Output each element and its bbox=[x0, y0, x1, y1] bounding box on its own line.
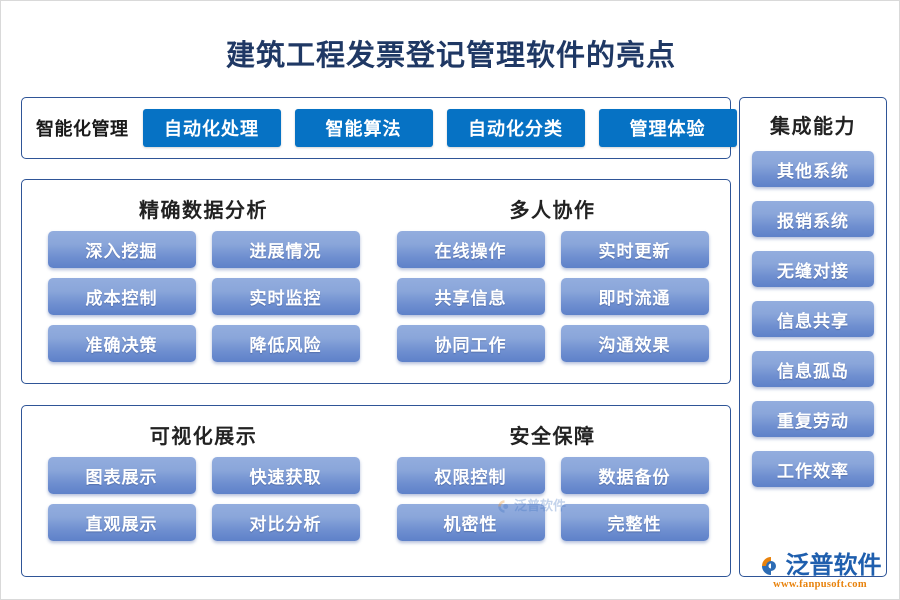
bottom-left-button-0[interactable]: 图表展示 bbox=[47, 457, 196, 494]
mid-right-button-2[interactable]: 共享信息 bbox=[396, 278, 545, 315]
brand-url: www.fanpusoft.com bbox=[773, 579, 867, 590]
brand-logo-main: 泛普软件 bbox=[759, 554, 882, 578]
right-button-4[interactable]: 信息孤岛 bbox=[752, 351, 874, 387]
right-button-3[interactable]: 信息共享 bbox=[752, 301, 874, 337]
top-row: 智能化管理 自动化处理 智能算法 自动化分类 管理体验 bbox=[22, 98, 737, 158]
panel-analysis-collaboration: 精确数据分析 深入挖掘 进展情况 成本控制 实时监控 准确决策 降低风险 多人协… bbox=[21, 179, 731, 384]
mid-right-button-1[interactable]: 实时更新 bbox=[560, 231, 709, 268]
top-panel-label: 智能化管理 bbox=[36, 119, 129, 139]
mid-left-button-3[interactable]: 实时监控 bbox=[211, 278, 360, 315]
right-button-0[interactable]: 其他系统 bbox=[752, 151, 874, 187]
group-title-visualization: 可视化展示 bbox=[149, 426, 258, 448]
right-button-1[interactable]: 报销系统 bbox=[752, 201, 874, 237]
mid-right-button-0[interactable]: 在线操作 bbox=[396, 231, 545, 268]
mid-left-button-0[interactable]: 深入挖掘 bbox=[47, 231, 196, 268]
group-collaboration: 多人协作 在线操作 实时更新 共享信息 即时流通 协同工作 沟通效果 bbox=[379, 180, 726, 383]
mid-right-button-5[interactable]: 沟通效果 bbox=[560, 325, 709, 362]
group-security: 安全保障 权限控制 数据备份 机密性 完整性 bbox=[379, 406, 726, 576]
bottom-left-button-2[interactable]: 直观展示 bbox=[47, 504, 196, 541]
right-button-6[interactable]: 工作效率 bbox=[752, 451, 874, 487]
right-button-2[interactable]: 无缝对接 bbox=[752, 251, 874, 287]
button-grid-collaboration: 在线操作 实时更新 共享信息 即时流通 协同工作 沟通效果 bbox=[379, 231, 726, 362]
panel-intelligent-management: 智能化管理 自动化处理 智能算法 自动化分类 管理体验 bbox=[21, 97, 737, 159]
top-button-0[interactable]: 自动化处理 bbox=[142, 109, 281, 147]
right-panel-list: 其他系统 报销系统 无缝对接 信息共享 信息孤岛 重复劳动 工作效率 bbox=[752, 151, 874, 487]
top-button-1[interactable]: 智能算法 bbox=[294, 109, 433, 147]
button-grid-visualization: 图表展示 快速获取 直观展示 对比分析 bbox=[30, 457, 377, 541]
panel-integration-capability: 集成能力 其他系统 报销系统 无缝对接 信息共享 信息孤岛 重复劳动 工作效率 bbox=[739, 97, 887, 577]
group-title-data-analysis: 精确数据分析 bbox=[139, 200, 268, 222]
panel-visualization-security: 可视化展示 图表展示 快速获取 直观展示 对比分析 安全保障 权限控制 数据备份… bbox=[21, 405, 731, 577]
top-button-2[interactable]: 自动化分类 bbox=[446, 109, 585, 147]
bottom-left-button-1[interactable]: 快速获取 bbox=[211, 457, 360, 494]
right-panel-title: 集成能力 bbox=[770, 116, 856, 138]
group-title-security: 安全保障 bbox=[509, 426, 596, 448]
bottom-right-button-2[interactable]: 机密性 bbox=[396, 504, 545, 541]
brand-logo: 泛普软件 www.fanpusoft.com bbox=[749, 549, 891, 595]
button-grid-security: 权限控制 数据备份 机密性 完整性 bbox=[379, 457, 726, 541]
mid-left-button-2[interactable]: 成本控制 bbox=[47, 278, 196, 315]
brand-name: 泛普软件 bbox=[785, 553, 882, 579]
mid-right-button-3[interactable]: 即时流通 bbox=[560, 278, 709, 315]
top-button-3[interactable]: 管理体验 bbox=[598, 109, 737, 147]
mid-left-button-4[interactable]: 准确决策 bbox=[47, 325, 196, 362]
right-button-5[interactable]: 重复劳动 bbox=[752, 401, 874, 437]
group-data-analysis: 精确数据分析 深入挖掘 进展情况 成本控制 实时监控 准确决策 降低风险 bbox=[30, 180, 377, 383]
page-title: 建筑工程发票登记管理软件的亮点 bbox=[225, 40, 676, 72]
bottom-right-button-0[interactable]: 权限控制 bbox=[396, 457, 545, 494]
bottom-left-button-3[interactable]: 对比分析 bbox=[211, 504, 360, 541]
mid-left-button-1[interactable]: 进展情况 bbox=[211, 231, 360, 268]
fanpu-logo-icon bbox=[759, 554, 783, 578]
bottom-right-button-3[interactable]: 完整性 bbox=[560, 504, 709, 541]
group-title-collaboration: 多人协作 bbox=[509, 200, 596, 222]
bottom-right-button-1[interactable]: 数据备份 bbox=[560, 457, 709, 494]
right-panel-inner: 集成能力 其他系统 报销系统 无缝对接 信息共享 信息孤岛 重复劳动 工作效率 bbox=[740, 98, 886, 588]
mid-right-button-4[interactable]: 协同工作 bbox=[396, 325, 545, 362]
button-grid-data-analysis: 深入挖掘 进展情况 成本控制 实时监控 准确决策 降低风险 bbox=[30, 231, 377, 362]
group-visualization: 可视化展示 图表展示 快速获取 直观展示 对比分析 bbox=[30, 406, 377, 576]
mid-left-button-5[interactable]: 降低风险 bbox=[211, 325, 360, 362]
